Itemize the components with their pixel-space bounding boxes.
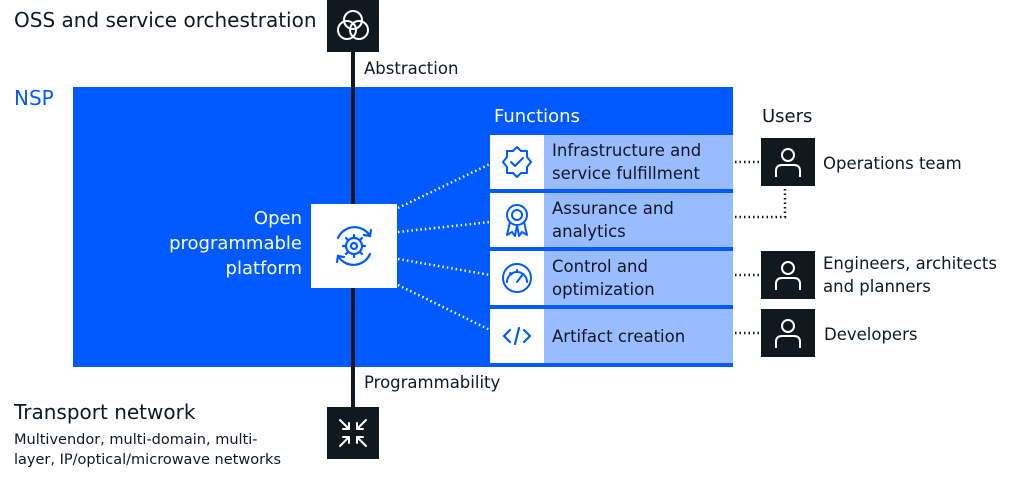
user-engineers-line2: and planners: [823, 277, 931, 296]
oss-box: [327, 0, 379, 52]
function-artifact-line1: Artifact creation: [552, 326, 686, 346]
user-engineers-label: Engineers, architects and planners: [823, 252, 997, 298]
function-infrastructure-line1: Infrastructure and: [552, 141, 702, 160]
transport-description: Multivendor, multi-domain, multi- layer,…: [14, 430, 281, 470]
function-artifact: Artifact creation: [490, 309, 733, 363]
function-infrastructure: Infrastructure and service fulfillment: [490, 135, 733, 189]
user-icon: [775, 319, 801, 348]
function-control-line2: optimization: [552, 280, 655, 299]
programmability-label: Programmability: [364, 373, 501, 392]
user-engineers-box: [761, 251, 815, 299]
user-operations-label: Operations team: [823, 154, 962, 173]
function-assurance-line1: Assurance and: [552, 199, 674, 218]
user-icon: [775, 148, 801, 177]
user-developers-label: Developers: [824, 325, 918, 344]
user-developers-box: [761, 309, 815, 357]
nsp-label: NSP: [14, 86, 54, 110]
gear-cycle-icon: [335, 226, 373, 266]
function-control-line1: Control and: [552, 257, 648, 276]
platform-label-line3: platform: [225, 258, 302, 279]
function-infrastructure-line2: service fulfillment: [552, 164, 700, 183]
function-control: Control and optimization: [490, 251, 733, 305]
arrows-converge-icon: [339, 419, 367, 447]
badge-check-icon: [502, 146, 532, 178]
oss-title: OSS and service orchestration: [14, 8, 317, 32]
function-assurance: Assurance and analytics: [490, 193, 733, 247]
transport-description-line2: layer, IP/optical/microwave networks: [14, 452, 281, 468]
transport-title: Transport network: [14, 400, 196, 424]
platform-box: [311, 204, 397, 288]
code-brackets-icon: [502, 326, 532, 346]
venn-circles-icon: [337, 10, 369, 40]
user-operations-box: [761, 138, 815, 186]
platform-label-line2: programmable: [169, 233, 302, 254]
user-engineers-line1: Engineers, architects: [823, 254, 997, 273]
platform-label-line1: Open: [253, 208, 302, 229]
gauge-icon: [502, 263, 532, 293]
transport-description-line1: Multivendor, multi-domain, multi-: [14, 432, 258, 448]
function-assurance-line2: analytics: [552, 222, 626, 241]
users-heading: Users: [762, 106, 813, 127]
platform-label: Open programmable platform: [150, 206, 302, 281]
abstraction-label: Abstraction: [364, 59, 459, 78]
transport-box: [327, 407, 379, 459]
user-icon: [775, 261, 801, 290]
platform-links: [397, 162, 491, 332]
functions-heading: Functions: [494, 106, 580, 127]
award-ribbon-icon: [506, 204, 528, 237]
user-links: [735, 160, 787, 335]
